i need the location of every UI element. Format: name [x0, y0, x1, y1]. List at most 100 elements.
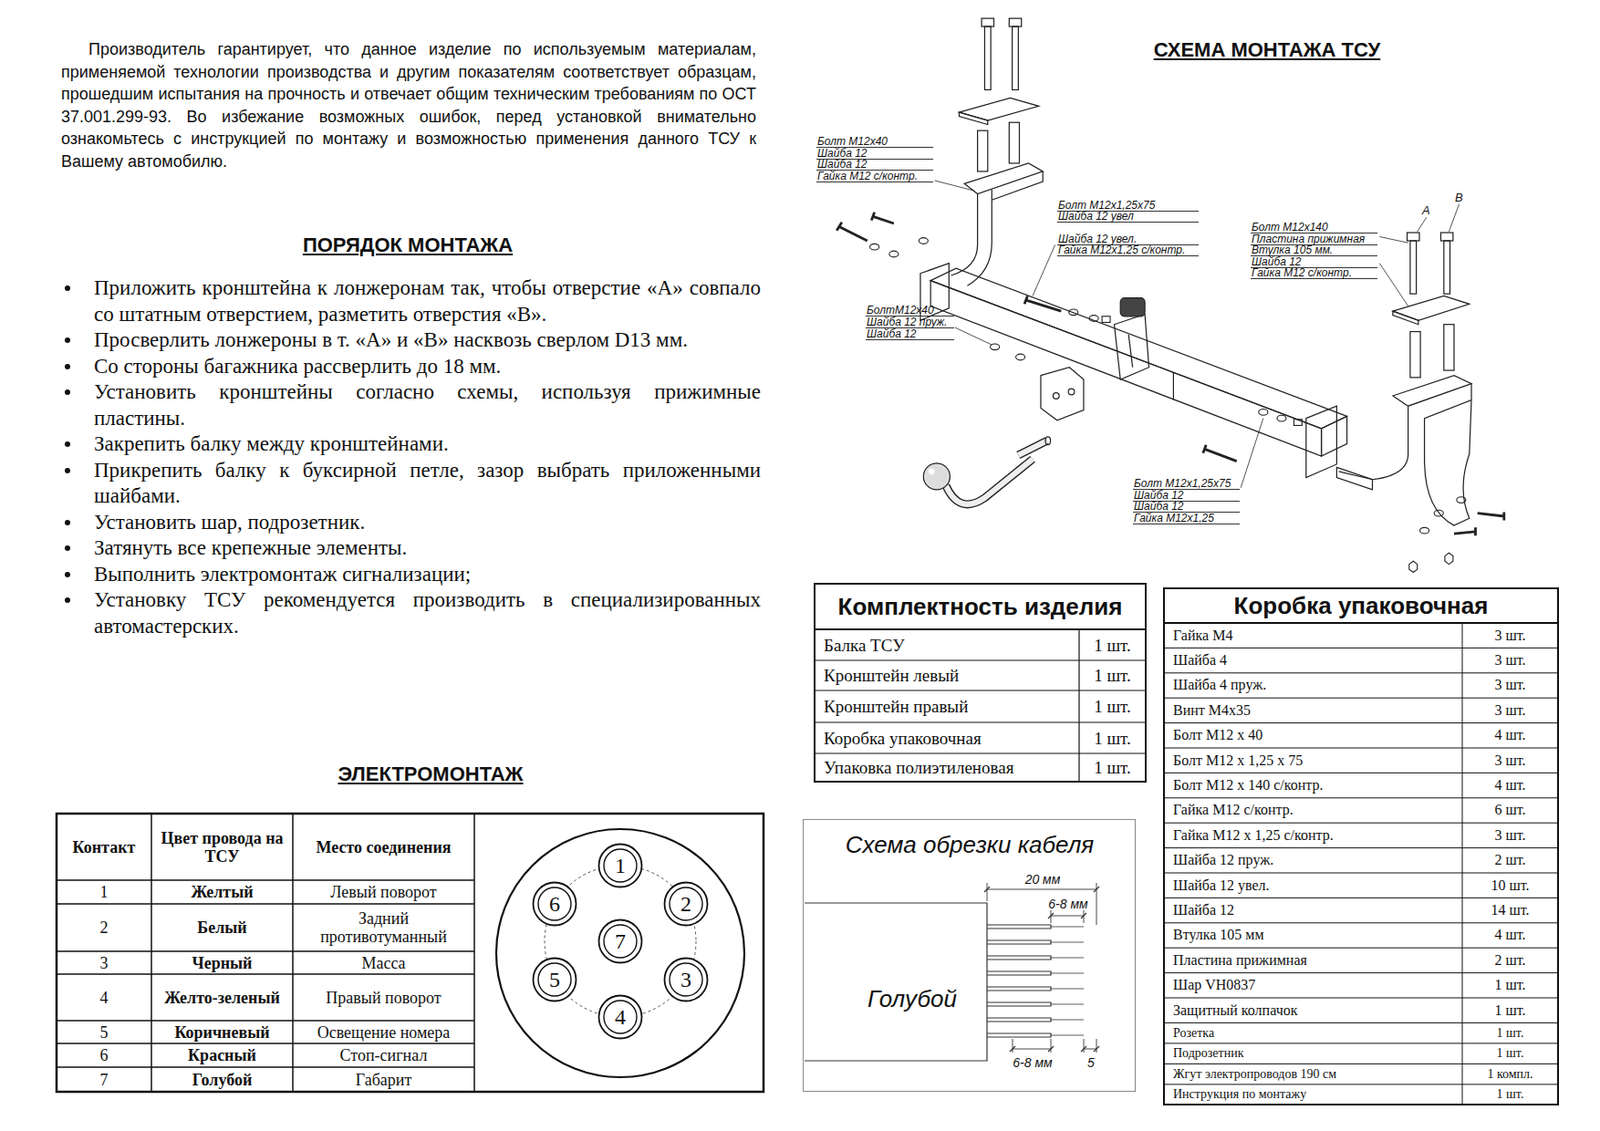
connector-socket	[496, 829, 745, 1078]
table-grid	[1163, 897, 1559, 899]
table-cell: 6	[56, 1043, 152, 1068]
instruction-step: Выполнить электромонтаж сигнализации;	[93, 561, 761, 589]
bullet-mark	[62, 587, 94, 613]
table-cell: Белый	[151, 903, 293, 952]
bullet-dot	[64, 337, 71, 343]
pin-number: 3	[663, 956, 709, 1003]
table-cell: 1 шт.	[1462, 997, 1559, 1023]
pin-number: 2	[663, 881, 709, 927]
bracket	[964, 163, 1043, 195]
fastener	[1293, 419, 1302, 426]
bullet-dot	[64, 363, 71, 370]
table-header-cell: Контакт	[56, 813, 152, 881]
bullet-mark	[62, 509, 94, 536]
table-grid	[1462, 623, 1464, 1105]
table-grid	[56, 879, 475, 882]
bolt-set	[1012, 26, 1019, 90]
bullet-mark	[62, 561, 94, 588]
tow-loop-bracket	[1114, 314, 1150, 381]
towbar-beam	[1321, 415, 1348, 457]
pin-number: 5	[531, 956, 578, 1003]
table-cell: Желто-зеленый	[151, 974, 293, 1021]
wire-core	[1050, 942, 1084, 944]
table-cell: Болт М12 х 40	[1163, 723, 1463, 749]
bolt-set	[977, 130, 988, 172]
leader-line	[955, 327, 992, 345]
table-grid	[473, 813, 476, 1092]
list-item: Установить кронштейны согласно схемы, ис…	[62, 379, 761, 432]
leader-line	[1379, 263, 1408, 307]
tow-ball	[945, 458, 1033, 505]
table-cell: Шайба 12 увел.	[1163, 872, 1463, 898]
wire-core	[1050, 926, 1084, 928]
instruction-step: Установить шар, подрозетник.	[93, 509, 761, 537]
cable-drawing	[1050, 910, 1084, 924]
table-grid	[1078, 629, 1080, 782]
bullet-mark	[62, 275, 94, 302]
table-cell: 1 шт.	[1079, 660, 1146, 691]
dimension-tick	[1093, 1046, 1100, 1052]
list-item: Установку ТСУ рекомендуется производить …	[62, 587, 761, 640]
table-grid	[814, 689, 1146, 691]
pin-circle: 3	[663, 956, 709, 1003]
bullet-dot	[64, 441, 71, 447]
section-heading: СХЕМА МОНТАЖА ТСУ	[1038, 36, 1496, 64]
wire-core	[1050, 988, 1084, 990]
bolt-set	[1410, 332, 1421, 378]
table-cell: Коричневый	[151, 1020, 293, 1044]
callout-label: Гайка М12х1,25 с/контр.	[1057, 244, 1199, 257]
leader-line	[1240, 418, 1264, 489]
pin-circle: 5	[531, 956, 578, 1003]
table-cell: 1 шт.	[1079, 722, 1146, 754]
table-cell: 1 шт.	[1079, 629, 1146, 661]
callout-label: Болт М12х1,25х75	[1132, 477, 1240, 490]
bolt-set	[1444, 240, 1451, 294]
table-title: Коробка упаковочная	[1163, 588, 1559, 624]
dimension-tick	[1048, 913, 1054, 919]
bracket	[1392, 375, 1472, 407]
cable-cut-box: Схема обрезки кабеля20 мм6-8 ммГолубой6-…	[802, 819, 1136, 1092]
table-cell: Гайка М12 х 1,25 с/контр.	[1163, 822, 1463, 848]
dimension-tick	[1093, 886, 1100, 893]
table-grid	[1163, 1083, 1559, 1085]
instruction-step: Закрепить балку между кронштейнами.	[93, 431, 761, 458]
fastener	[871, 212, 894, 224]
table-cell: Кронштейн левый	[814, 660, 1080, 691]
fastener	[836, 222, 868, 241]
bolt-set	[1008, 122, 1019, 164]
callout-label: Шайба 12	[816, 147, 934, 160]
dimension-label: 6-8 мм	[1042, 896, 1094, 912]
table-grid	[1163, 847, 1559, 849]
fastener	[1444, 552, 1454, 564]
wire-insulation	[987, 1002, 1051, 1007]
table-cell: Упаковка полиэтиленовая	[814, 753, 1080, 782]
table-cell: 1 шт.	[1462, 973, 1559, 998]
pin-circle: 4	[597, 994, 644, 1040]
table-grid	[814, 628, 1146, 631]
table-header-cell: Цвет провода на ТСУ	[151, 813, 293, 881]
wire-insulation	[987, 955, 1051, 960]
table-grid	[56, 813, 764, 1092]
table-cell: Освещение номера	[292, 1020, 475, 1044]
tow-ball	[923, 436, 1050, 505]
table-cell: 1 шт.	[1079, 753, 1146, 782]
fastener	[1069, 309, 1079, 316]
table-cell: 2 шт.	[1462, 947, 1559, 973]
pin-circle: 7	[597, 918, 644, 965]
table-cell: 3 шт.	[1462, 748, 1559, 773]
tow-loop-bracket	[1040, 367, 1084, 421]
section-heading: ПОРЯДОК МОНТАЖА	[179, 231, 636, 260]
bracket	[991, 171, 1043, 200]
table-cell: Стоп-сигнал	[292, 1043, 475, 1068]
list-item: Приложить кронштейна к лонжеронам так, ч…	[62, 275, 761, 328]
table-cell: Голубой	[151, 1067, 293, 1092]
table-grid	[1163, 1042, 1559, 1044]
fastener	[889, 250, 899, 258]
tow-loop-bracket	[1052, 393, 1060, 400]
dimension-tick	[1048, 1046, 1054, 1052]
callout-label: Шайба 12 увел	[1057, 210, 1199, 223]
table-cell: Винт М4х35	[1163, 697, 1463, 723]
bullet-mark	[62, 457, 94, 484]
wire-core	[1050, 1035, 1084, 1037]
fastener	[1016, 353, 1026, 361]
